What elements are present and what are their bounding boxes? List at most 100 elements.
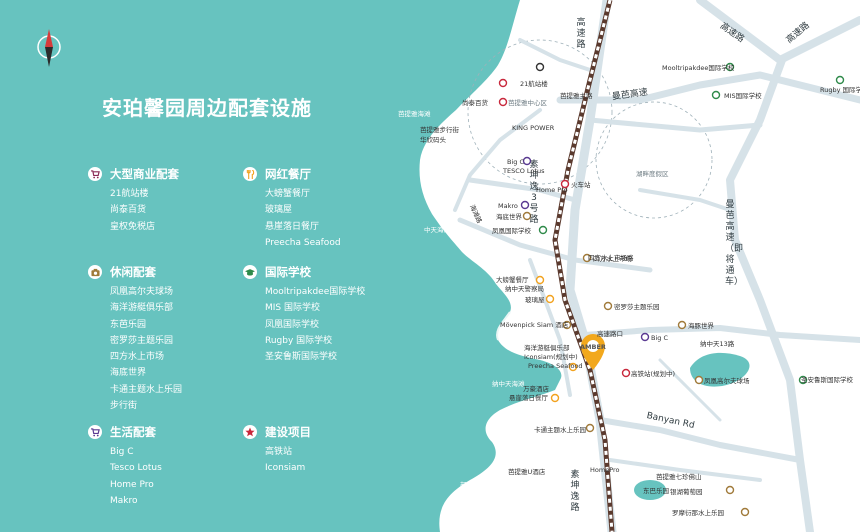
place-label: 卡通主题水上乐园 (534, 426, 586, 434)
place-label: Rugby 国际学校 (820, 86, 860, 94)
legend-item: Rugby 国际学校 (265, 335, 333, 346)
pond (634, 480, 666, 500)
legend-item: 凤凰高尔夫球场 (110, 287, 174, 297)
legend-item: Iconsiam (265, 463, 306, 474)
camera-icon (88, 265, 102, 279)
place-label: 21航站楼 (520, 80, 548, 88)
legend-item: Home Pro (110, 479, 154, 490)
place-label: 悬崖落日餐厅 (509, 394, 548, 402)
place-label: HomePro (590, 466, 620, 474)
lake (690, 352, 750, 387)
place-label: 玻璃屋 (525, 296, 545, 304)
legend-heading: 网红餐厅 (265, 167, 311, 181)
legend-heading: 生活配套 (110, 425, 156, 439)
project-pin (581, 334, 605, 370)
page-title: 安珀馨园周边配套设施 (102, 96, 312, 120)
sea-label: 中天海滩 (424, 226, 450, 234)
place-label: 尚泰百货 (462, 99, 488, 107)
place-label: 圣安鲁斯国际学校 (801, 376, 853, 384)
place-label: 凤凰国际学校 (492, 227, 531, 235)
sea-label: 纳中天海滩 (492, 380, 525, 388)
legend-group-projects: 建设项目 高铁站 Iconsiam (243, 424, 311, 477)
legend-group-leisure: 休闲配套 凤凰高尔夫球场 海洋游艇俱乐部 东芭乐园 密罗莎主题乐园 四方水上市场… (88, 264, 182, 414)
legend-item: 海底世界 (110, 368, 147, 379)
road-label: 四方水上市场路 (588, 254, 634, 262)
legend-item: 皇权免税店 (110, 221, 156, 232)
cart-icon (88, 167, 102, 181)
legend-item: 悬崖落日餐厅 (265, 221, 320, 232)
legend-heading: 国际学校 (265, 265, 311, 279)
legend-group-living: 生活配套 Big C Tesco Lotus Home Pro Makro (88, 424, 162, 509)
legend-group-schools: 国际学校 Mooltripakdee国际学校 MIS 国际学校 凤凰国际学校 R… (243, 264, 365, 365)
place-label: Iconsiam(规划中) (524, 353, 578, 361)
legend-item: 四方水上市场 (110, 352, 165, 363)
legend-item: Big C (110, 447, 134, 457)
sea-label: 芭提雅海滩 (398, 110, 431, 118)
place-label: Mövenpick Siam 酒店 (500, 321, 569, 329)
place-label: 华欣码头 (420, 136, 446, 144)
legend-item: Preecha Seafood (265, 237, 341, 248)
road-label: 高速路口 (597, 330, 623, 338)
legend-item: 21航站楼 (110, 189, 149, 199)
place-label: 罗摩衍那水上乐园 (672, 509, 724, 517)
place-label: 大螃蟹餐厅 (496, 276, 529, 284)
place-label: 纳中天警察局 (505, 285, 544, 293)
place-label: 湖畔度假区 (636, 170, 669, 178)
place-label: KING POWER (512, 124, 555, 132)
legend-item: 海洋游艇俱乐部 (110, 303, 174, 314)
legend-item: 凤凰国际学校 (265, 319, 320, 330)
road-label: 高速路 (576, 18, 586, 50)
place-label: 火车站 (571, 181, 591, 189)
legend-item: 卡通主题水上乐园 (110, 384, 183, 395)
place-label: TESCO Lotus (503, 167, 545, 175)
legend-item: Tesco Lotus (110, 463, 162, 474)
legend-group-commercial: 大型商业配套 21航站楼 尚泰百货 皇权免税店 (88, 166, 179, 235)
star-icon (243, 425, 257, 439)
legend-item: MIS 国际学校 (265, 303, 320, 314)
place-label: 东巴乐园 (643, 487, 669, 495)
legend-item: 大螃蟹餐厅 (265, 189, 311, 199)
sea-label: 邦萨拉萨海滩 (460, 481, 499, 489)
place-label: Preecha Seafood (528, 362, 583, 370)
place-label: 四方水上市场 (593, 255, 632, 263)
place-label: 高铁站(规划中) (631, 370, 676, 378)
place-label: 芭提雅U酒店 (508, 468, 546, 476)
road-label: 素坤逸路 (570, 470, 580, 513)
place-label: 海豚世界 (688, 322, 714, 330)
cart-icon (88, 425, 102, 439)
legend-item: 东芭乐园 (110, 319, 147, 330)
place-label: 密罗莎主题乐园 (614, 303, 660, 311)
place-label: 银湖葡萄园 (670, 488, 703, 496)
place-label: 海洋游艇俱乐部 (524, 344, 570, 352)
place-label: Mooltripakdee国际学校 (662, 64, 735, 72)
place-label: Makro (498, 202, 518, 210)
road-label: 芭提雅主路 (560, 92, 593, 100)
place-label: 芭提雅步行街 (420, 126, 459, 134)
land-area (419, 0, 860, 532)
road-label: 纳中天13路 (700, 340, 735, 348)
place-markers (498, 62, 845, 517)
legend-item: 玻璃屋 (265, 205, 293, 216)
legend-item: 尚泰百货 (110, 205, 147, 216)
place-label: 海底世界 (496, 213, 522, 221)
graduation-cap-icon (243, 265, 257, 279)
compass-icon (37, 29, 61, 67)
legend-item: 密罗莎主题乐园 (110, 335, 174, 346)
legend-item: 步行街 (110, 401, 138, 412)
legend-item: 圣安鲁斯国际学校 (265, 352, 338, 363)
place-label: 芭提雅七珍佛山 (656, 473, 702, 481)
legend-item: Mooltripakdee国际学校 (265, 287, 366, 297)
place-label: 凤凰高尔夫球场 (704, 377, 750, 385)
legend-heading: 建设项目 (265, 425, 311, 439)
legend-item: 高铁站 (265, 447, 293, 457)
fork-knife-icon (243, 167, 257, 181)
place-label: Big C (507, 158, 524, 166)
project-pin-label: AMBER (580, 343, 606, 351)
place-label: 万豪酒店 (523, 385, 549, 393)
place-label: 芭提雅中心区 (508, 99, 547, 107)
legend-heading: 休闲配套 (110, 265, 156, 279)
road-label: 素坤逸3号路 (529, 160, 539, 225)
legend-item: Makro (110, 495, 138, 506)
